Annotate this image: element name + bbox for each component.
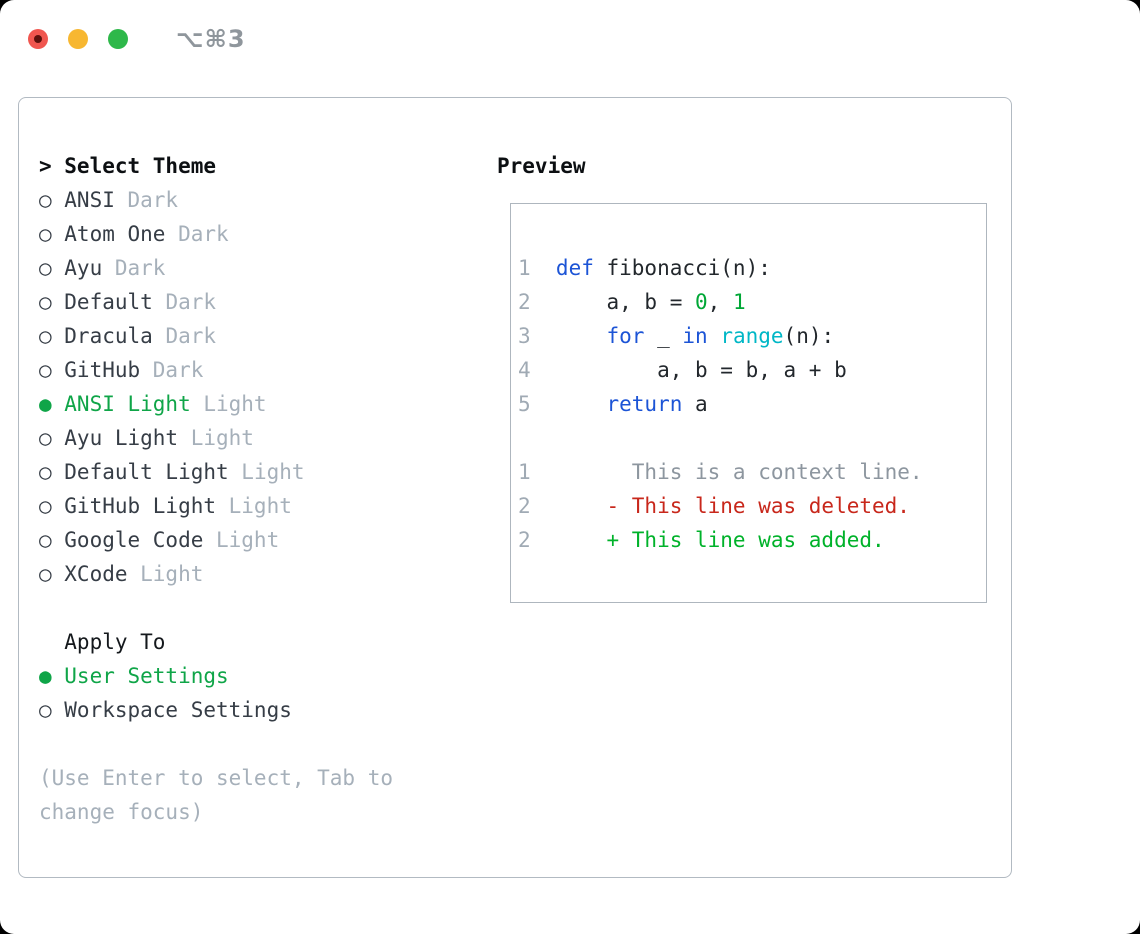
radio-selected-icon: ● [39,664,52,688]
theme-option-github[interactable]: ○ GitHub Dark [39,353,393,387]
preview-heading: Preview [497,154,586,178]
apply-to-heading-label: Apply To [64,630,166,654]
line-number: 2 [518,290,531,314]
radio-selected-icon: ● [39,392,52,416]
code-line: 5 return a [518,387,980,421]
radio-icon: ○ [39,460,52,484]
theme-picker-panel: >Select Theme ○ANSI Dark○Atom One Dark○A… [18,97,1012,878]
theme-name: Google Code [64,528,204,552]
theme-list: ○ ANSI Dark ○ Atom One Dark ○ Ayu Dark ○ Defaul… [39,183,393,591]
line-number: 2 [518,494,531,518]
code-line: 4 a, b = b, a + b [518,353,980,387]
line-number: 1 [518,256,531,280]
theme-name: ANSI [64,188,115,212]
theme-variant: Light [228,460,305,484]
theme-name: Atom One [64,222,166,246]
theme-variant: Dark [152,290,217,314]
radio-icon: ○ [39,358,52,382]
radio-icon: ○ [39,562,52,586]
theme-option-atom-one[interactable]: ○ Atom One Dark [39,217,393,251]
theme-option-google-code[interactable]: ○ Google Code Light [39,523,393,557]
diff-line-added: 2 + This line was added. [518,523,980,557]
theme-variant: Dark [140,358,204,382]
unsaved-indicator-icon [34,35,42,43]
theme-variant: Light [216,494,292,518]
minimize-button[interactable] [68,29,88,49]
theme-variant: Light [127,562,204,586]
theme-option-ayu[interactable]: ○ Ayu Dark [39,251,393,285]
line-number: 5 [518,392,531,416]
close-button[interactable] [28,29,48,49]
apply-to-options: ● User Settings ○ Workspace Settings [39,659,393,727]
theme-option-ayu-light[interactable]: ○ Ayu Light Light [39,421,393,455]
theme-variant: Light [178,426,254,450]
theme-name: GitHub [64,358,141,382]
apply-option-label: Workspace Settings [64,698,292,722]
theme-variant: Dark [114,188,179,212]
radio-icon: ○ [39,698,52,722]
apply-to-heading: Apply To [39,625,393,659]
theme-option-dracula[interactable]: ○ Dracula Dark [39,319,393,353]
diff-line-context: 1 This is a context line. [518,455,980,489]
theme-name: Ayu [64,256,103,280]
theme-name: GitHub Light [64,494,216,518]
theme-option-xcode[interactable]: ○ XCode Light [39,557,393,591]
hint-line-1: (Use Enter to select, Tab to [39,766,394,790]
radio-icon: ○ [39,324,52,348]
apply-to-section: Apply To ● User Settings ○ Workspace Settin… [39,625,393,727]
theme-variant: Dark [165,222,229,246]
theme-name: Default Light [64,460,229,484]
code-line: 2 a, b = 0, 1 [518,285,980,319]
theme-name: ANSI Light [64,392,191,416]
theme-variant: Dark [152,324,217,348]
radio-icon: ○ [39,494,52,518]
blank-line [518,421,980,455]
theme-name: XCode [64,562,128,586]
radio-icon: ○ [39,290,52,314]
radio-icon: ○ [39,222,52,246]
theme-name: Default [64,290,153,314]
theme-option-ansi[interactable]: ○ ANSI Dark [39,183,393,217]
radio-icon: ○ [39,426,52,450]
theme-variant: Dark [102,256,166,280]
theme-panel-left-column: >Select Theme ○ANSI Dark○Atom One Dark○A… [39,149,393,829]
theme-option-default[interactable]: ○ Default Dark [39,285,393,319]
radio-icon: ○ [39,256,52,280]
theme-option-github-light[interactable]: ○ GitHub Light Light [39,489,393,523]
select-theme-heading-label: Select Theme [64,154,216,178]
theme-variant: Light [203,528,280,552]
titlebar: ⌥⌘3 [28,25,246,53]
focus-caret-icon: > [39,154,52,178]
select-theme-heading: > Select Theme [39,149,393,183]
apply-option-user-settings[interactable]: ● User Settings [39,659,393,693]
line-number: 2 [518,528,531,552]
line-number: 4 [518,358,531,382]
window-title: ⌥⌘3 [176,25,246,53]
theme-name: Ayu Light [64,426,179,450]
hint-line-2: change focus) [39,800,204,824]
theme-name: Dracula [64,324,153,348]
apply-option-workspace-settings[interactable]: ○ Workspace Settings [39,693,393,727]
zoom-button[interactable] [108,29,128,49]
radio-icon: ○ [39,528,52,552]
code-line: 3 for _ in range(n): [518,319,980,353]
apply-option-label: User Settings [64,664,229,688]
hint-text: (Use Enter to select, Tab to change focu… [39,761,393,829]
theme-option-default-light[interactable]: ○ Default Light Light [39,455,393,489]
theme-option-ansi-light[interactable]: ● ANSI Light Light [39,387,393,421]
line-number: 1 [518,460,531,484]
line-number: 3 [518,324,531,348]
theme-variant: Light [190,392,267,416]
radio-icon: ○ [39,188,52,212]
diff-line-deleted: 2 - This line was deleted. [518,489,980,523]
